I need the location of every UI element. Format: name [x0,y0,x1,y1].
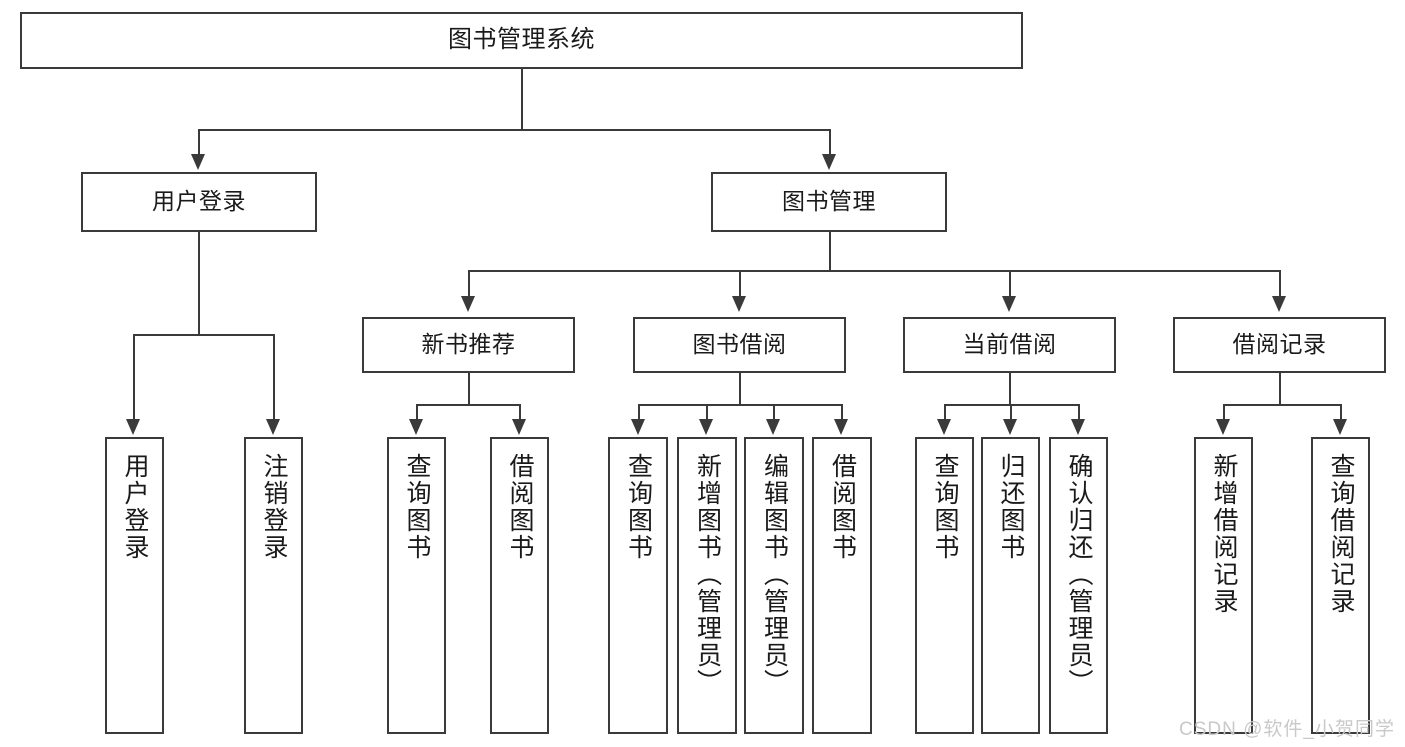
node-borrow-record[interactable]: 借阅记录 [1173,317,1386,373]
node-user-login[interactable]: 用户登录 [81,172,317,232]
connector-root-trunk [521,69,523,130]
connector-to-leaf [773,404,775,421]
leaf-current-query-book[interactable]: 查询图书 [915,437,974,734]
node-label: 编辑图书（管理员） [760,453,789,696]
node-label: 图书借阅 [692,331,787,358]
arrowhead-icon [1272,296,1286,312]
csdn-watermark: CSDN @软件_小贺同学 [1179,719,1395,740]
connector-book-borrow-trunk [739,373,741,406]
connector-to-borrow-record [1279,270,1281,298]
node-label: 查询借阅记录 [1327,453,1355,615]
node-new-book-recommend[interactable]: 新书推荐 [362,317,575,373]
connector-current-borrow-trunk [1009,373,1011,406]
leaf-current-confirm-return-admin[interactable]: 确认归还（管理员） [1049,437,1108,734]
leaf-user-login[interactable]: 用户登录 [105,437,164,734]
connector-user-login-trunk [198,232,200,336]
leaf-record-add-borrow-record[interactable]: 新增借阅记录 [1194,437,1253,734]
node-label: 用户登录 [121,453,149,561]
arrowhead-icon [1216,419,1230,435]
connector-to-leaf [638,404,640,421]
connector-to-leaf [1010,404,1012,421]
node-label: 查询图书 [931,453,959,561]
node-label: 新增图书（管理员） [693,453,722,696]
connector-to-book-borrow [739,270,741,298]
connector-new-book-recommend-bus [416,404,521,406]
connector-to-leaf [133,334,135,421]
leaf-record-query-borrow-record[interactable]: 查询借阅记录 [1311,437,1370,734]
node-label: 借阅图书 [506,453,534,561]
arrowhead-icon [1333,419,1347,435]
connector-to-leaf [1340,404,1342,421]
leaf-recommend-borrow-book[interactable]: 借阅图书 [490,437,549,734]
arrowhead-icon [937,419,951,435]
connector-to-leaf [706,404,708,421]
connector-to-leaf [416,404,418,421]
node-label: 注销登录 [260,453,288,561]
connector-to-leaf [1078,404,1080,421]
arrowhead-icon [631,419,645,435]
arrowhead-icon [732,296,746,312]
connector-borrow-record-trunk [1279,373,1281,406]
connector-level2-bus [468,270,1280,272]
leaf-borrow-edit-book-admin[interactable]: 编辑图书（管理员） [744,437,804,734]
leaf-borrow-add-book-admin[interactable]: 新增图书（管理员） [677,437,737,734]
leaf-recommend-query-book[interactable]: 查询图书 [387,437,446,734]
arrowhead-icon [822,154,836,170]
arrowhead-icon [191,154,205,170]
arrowhead-icon [512,419,526,435]
arrowhead-icon [1071,419,1085,435]
connector-user-login-bus [133,334,275,336]
node-label: 确认归还（管理员） [1065,453,1093,696]
arrowhead-icon [461,296,475,312]
connector-to-current-borrow [1009,270,1011,298]
arrowhead-icon [409,419,423,435]
node-label: 图书管理系统 [448,26,595,54]
node-label: 用户登录 [152,188,246,215]
node-label: 新增借阅记录 [1210,453,1238,615]
arrowhead-icon [1002,296,1016,312]
arrowhead-icon [126,419,140,435]
node-label: 归还图书 [997,453,1025,561]
connector-new-book-recommend-trunk [468,373,470,406]
arrowhead-icon [1003,419,1017,435]
connector-borrow-record-bus [1223,404,1342,406]
node-label: 查询图书 [403,453,431,561]
connector-to-leaf [519,404,521,421]
arrowhead-icon [766,419,780,435]
leaf-current-return-book[interactable]: 归还图书 [981,437,1040,734]
leaf-user-logout[interactable]: 注销登录 [244,437,303,734]
node-current-borrow[interactable]: 当前借阅 [903,317,1116,373]
node-label: 当前借阅 [962,331,1057,358]
connector-root-to-user-login [198,129,200,156]
node-label: 查询图书 [624,453,653,561]
connector-to-new-book-recommend [468,270,470,298]
leaf-borrow-borrow-book[interactable]: 借阅图书 [812,437,872,734]
node-book-management[interactable]: 图书管理 [711,172,947,232]
arrowhead-icon [834,419,848,435]
node-label: 借阅图书 [828,453,857,561]
connector-book-borrow-bus [638,404,842,406]
node-root-library-management-system[interactable]: 图书管理系统 [20,12,1023,69]
connector-root-to-book-management [829,129,831,156]
connector-to-leaf [273,334,275,421]
connector-book-management-trunk [829,232,831,272]
node-book-borrow[interactable]: 图书借阅 [633,317,846,373]
connector-to-leaf [1223,404,1225,421]
connector-to-leaf [944,404,946,421]
leaf-borrow-query-book[interactable]: 查询图书 [608,437,668,734]
node-label: 借阅记录 [1232,331,1327,358]
connector-to-leaf [841,404,843,421]
connector-root-bus [198,129,831,131]
arrowhead-icon [266,419,280,435]
node-label: 图书管理 [782,188,876,215]
arrowhead-icon [699,419,713,435]
node-label: 新书推荐 [421,331,516,358]
